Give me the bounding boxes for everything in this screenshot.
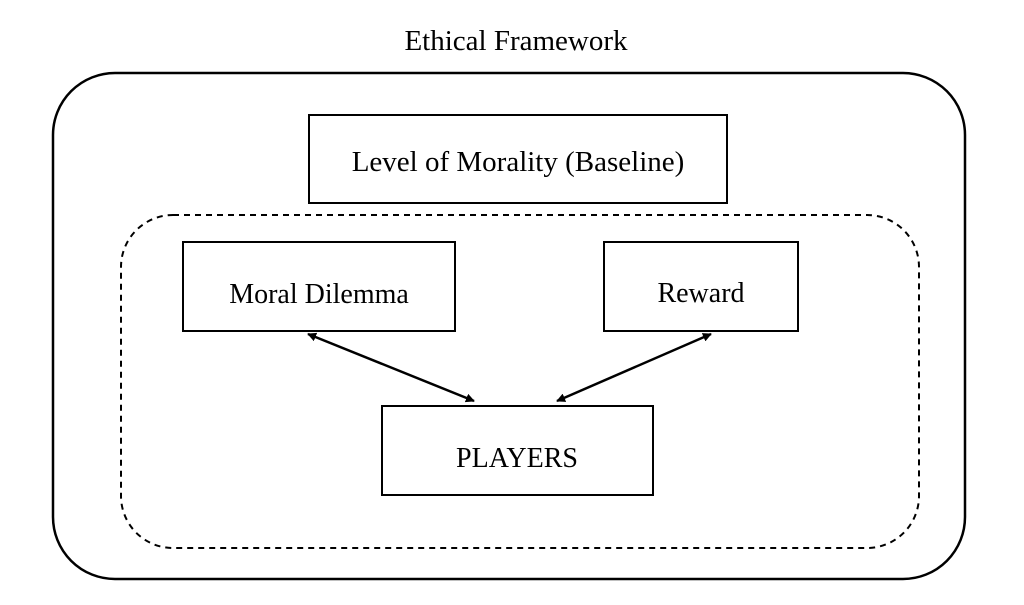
diagram-title: Ethical Framework (404, 25, 628, 57)
reward-box (603, 241, 799, 332)
reward-label: Reward (657, 278, 744, 309)
interaction-dashed-boundary (120, 214, 920, 549)
players-label: PLAYERS (456, 443, 578, 474)
moral-dilemma-box (182, 241, 456, 332)
moral-dilemma-label: Moral Dilemma (229, 279, 409, 310)
players-box (381, 405, 654, 496)
baseline-box-label: Level of Morality (Baseline) (352, 146, 685, 178)
arrow-reward-players (556, 332, 712, 403)
arrow-moral-dilemma-players (307, 332, 475, 403)
baseline-box (308, 114, 728, 204)
framework-outer-boundary (51, 71, 967, 581)
